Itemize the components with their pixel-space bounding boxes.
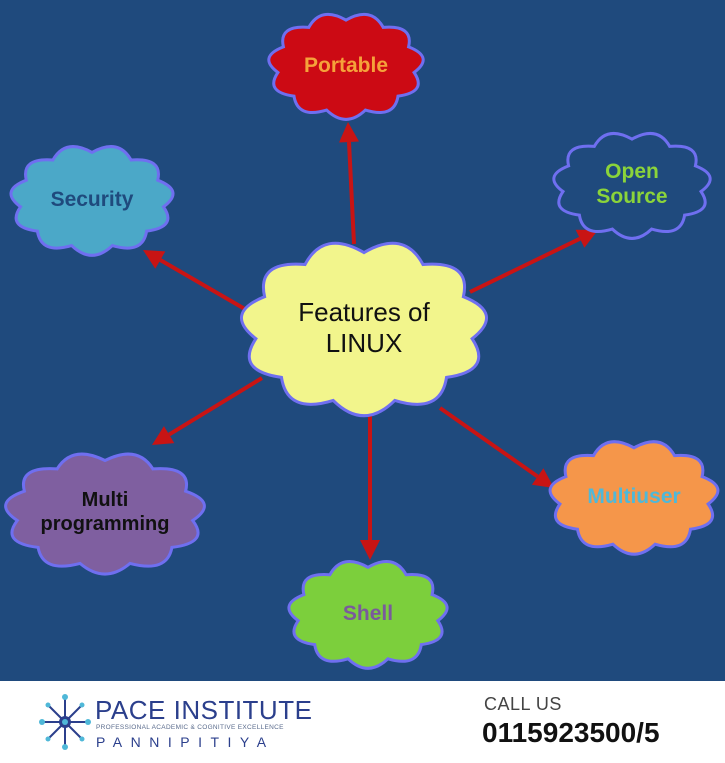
- feature-shell-cloud: [287, 560, 449, 670]
- arrow-feature-shell: [360, 410, 380, 560]
- footer: PACE INSTITUTE PROFESSIONAL ACADEMIC & C…: [0, 681, 725, 763]
- arrow-feature-multiuser: [438, 406, 554, 488]
- feature-open-source-cloud: [552, 131, 712, 240]
- center-cloud: [239, 241, 489, 418]
- brand-location: PANNIPITIYA: [96, 734, 275, 750]
- diagram-canvas: [4, 12, 720, 670]
- arrow-feature-security: [143, 250, 252, 314]
- phone-number[interactable]: 0115923500/5: [482, 717, 660, 748]
- feature-portable-label: Portable: [303, 53, 389, 77]
- feature-multiuser-label: Multiuser: [587, 484, 681, 508]
- center-title: Features of LINUX: [298, 297, 430, 358]
- brand-tagline: PROFESSIONAL ACADEMIC & COGNITIVE EXCELL…: [96, 724, 284, 731]
- brand-name: PACE INSTITUTE: [95, 695, 313, 725]
- feature-open-source-label: Open Source: [596, 160, 668, 208]
- feature-shell-label: Shell: [342, 601, 394, 625]
- arrow-feature-open-source: [469, 229, 598, 294]
- feature-multi-programming-label: Multi programming: [40, 489, 170, 535]
- feature-security-cloud: [9, 145, 175, 257]
- feature-multiuser-cloud: [548, 440, 720, 556]
- pace-logo-icon: [39, 694, 91, 750]
- feature-multi-programming-cloud: [4, 452, 206, 576]
- arrow-feature-multi-programming: [152, 376, 264, 445]
- feature-security-label: Security: [50, 187, 134, 211]
- feature-portable-cloud: [267, 12, 425, 121]
- arrow-feature-portable: [339, 122, 359, 245]
- call-us-label: CALL US: [484, 694, 562, 714]
